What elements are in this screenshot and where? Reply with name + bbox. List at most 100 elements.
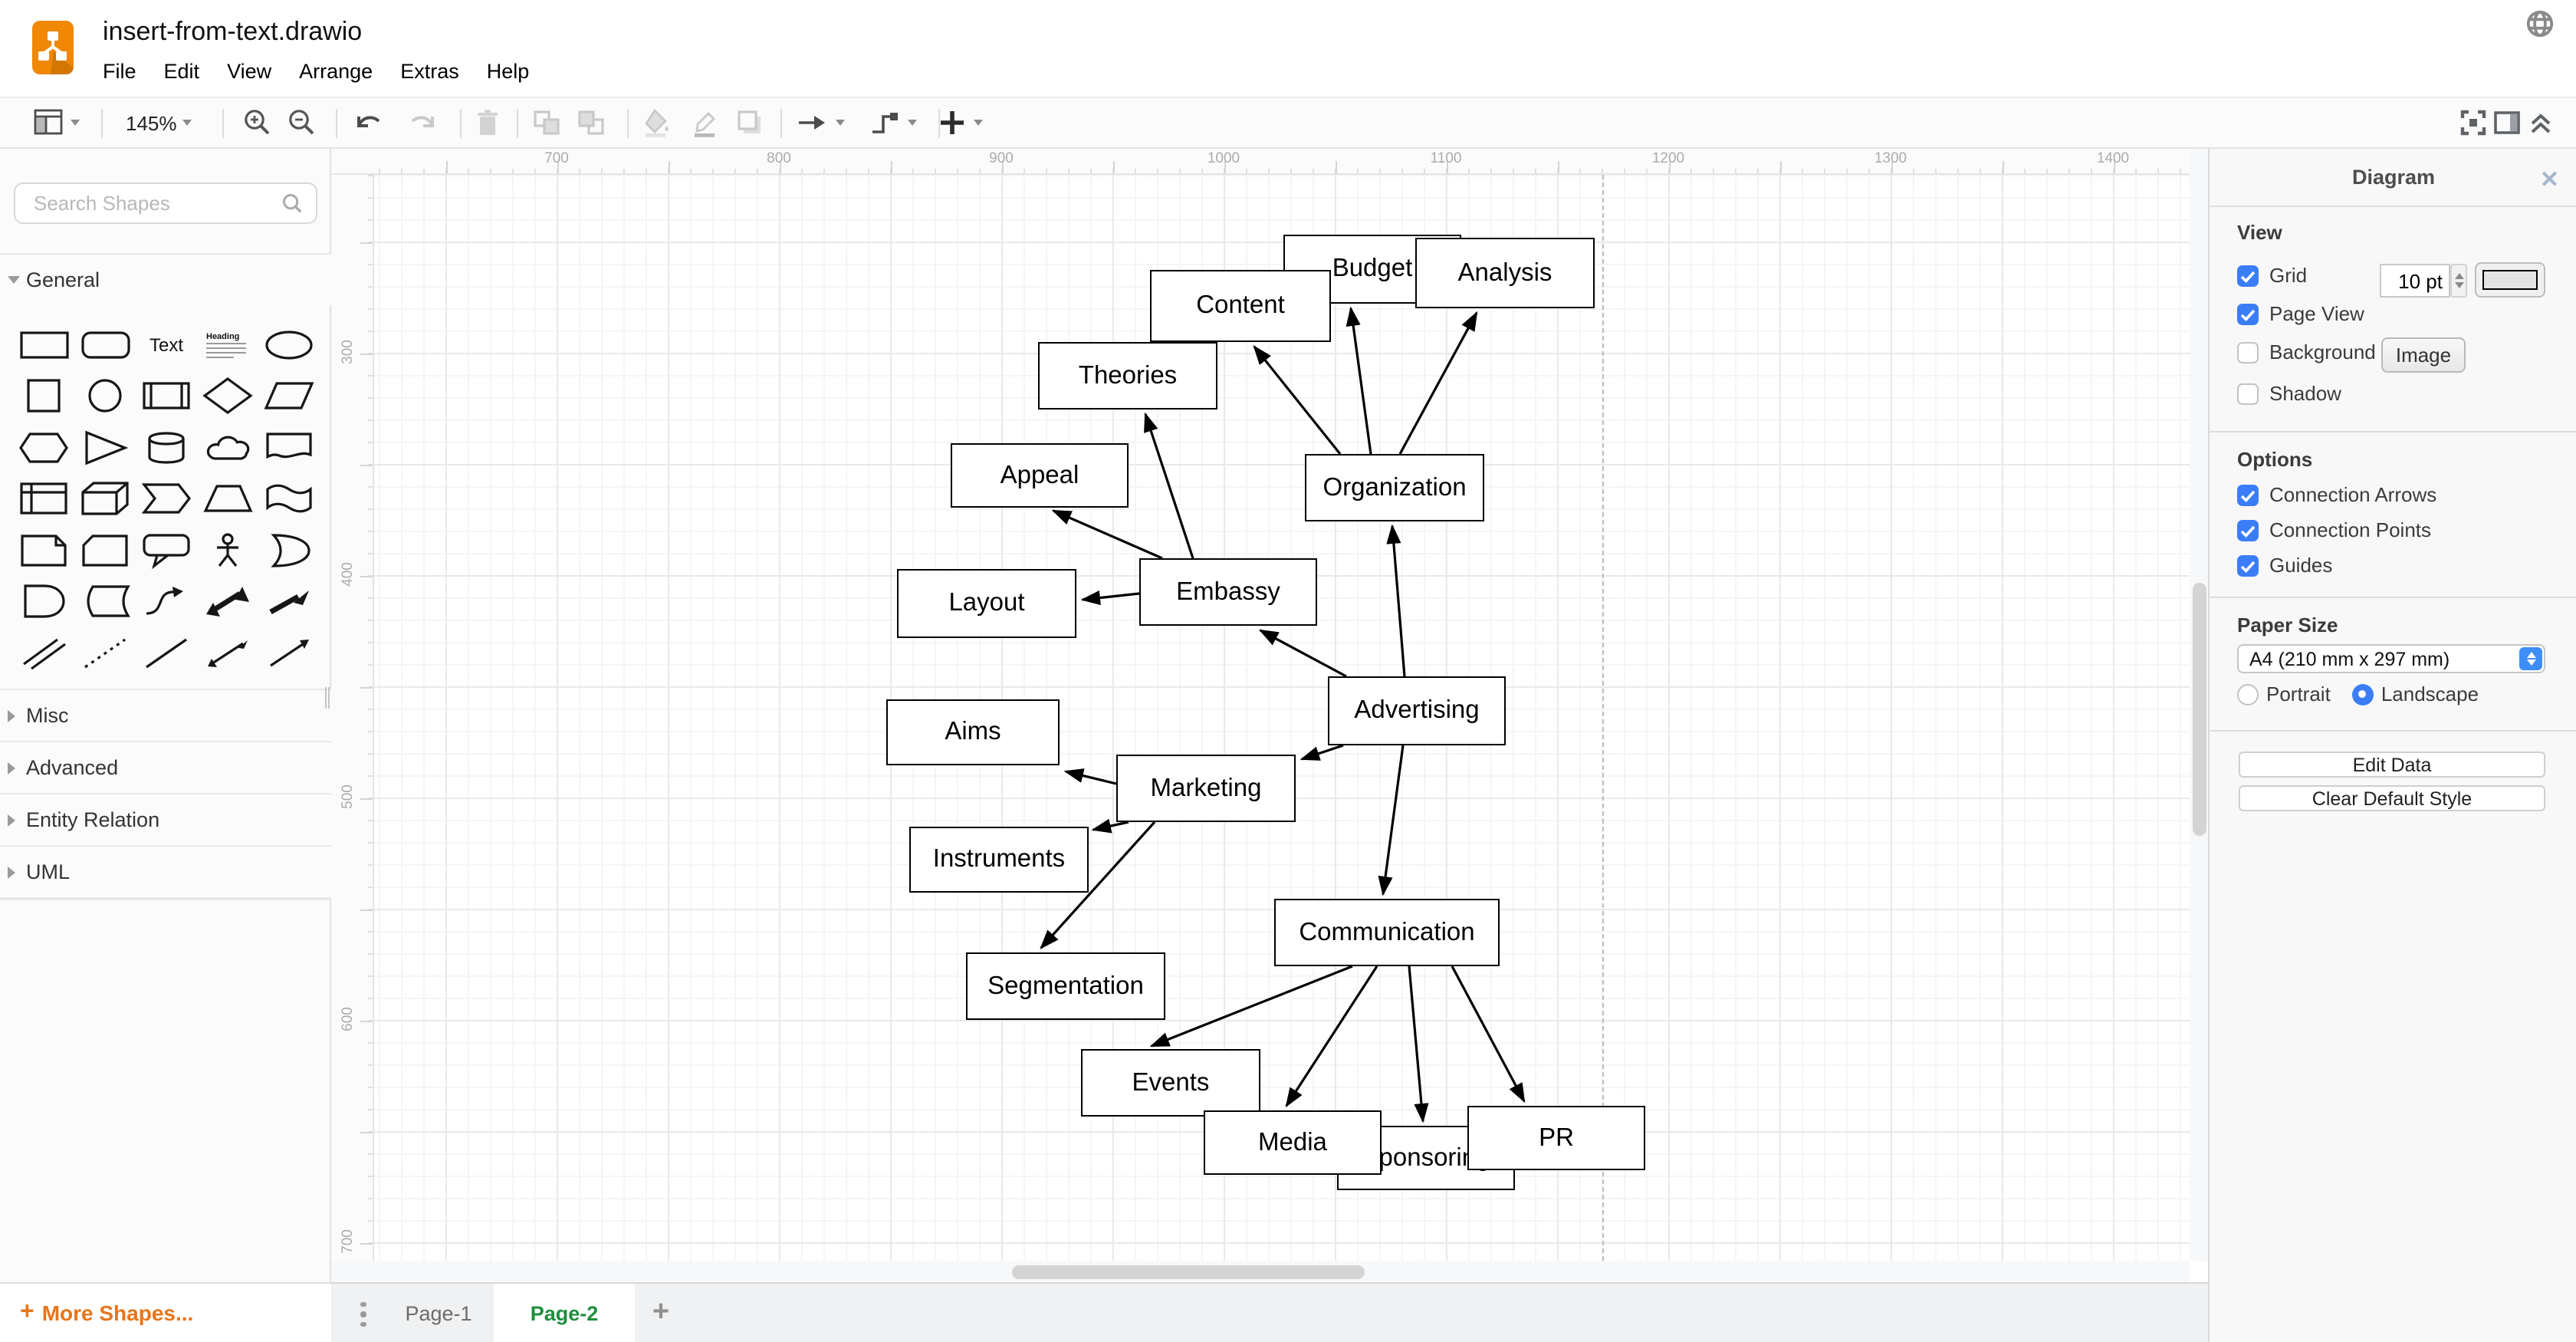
- node-analysis[interactable]: Analysis: [1415, 238, 1595, 308]
- edge-embassy-to-appeal[interactable]: [1051, 509, 1163, 560]
- zoom-out-button[interactable]: [287, 98, 317, 147]
- shape-text[interactable]: Text: [135, 319, 196, 370]
- zoom-in-button[interactable]: [242, 98, 273, 147]
- background-image-button[interactable]: Image: [2381, 337, 2466, 373]
- paper-size-select[interactable]: A4 (210 mm x 297 mm): [2237, 644, 2545, 673]
- node-appeal[interactable]: Appeal: [951, 443, 1129, 508]
- shape-tape[interactable]: [258, 473, 319, 525]
- vertical-scrollbar[interactable]: [2190, 149, 2208, 1261]
- sidebar-section-advanced[interactable]: Advanced: [0, 741, 331, 793]
- edge-advertising-to-marketing[interactable]: [1300, 744, 1344, 761]
- shape-parallelogram[interactable]: [258, 370, 319, 422]
- edit-data-button[interactable]: Edit Data: [2239, 752, 2545, 778]
- shape-rounded-rectangle[interactable]: [74, 319, 135, 370]
- shape-circle[interactable]: [74, 370, 135, 422]
- insert-button[interactable]: [937, 98, 983, 147]
- node-theories[interactable]: Theories: [1038, 342, 1217, 410]
- redo-button[interactable]: [405, 98, 439, 147]
- shape-note[interactable]: [12, 525, 74, 576]
- sidebar-section-entity-relation[interactable]: Entity Relation: [0, 793, 331, 845]
- node-instruments[interactable]: Instruments: [909, 827, 1089, 893]
- edge-advertising-to-organization[interactable]: [1386, 524, 1406, 677]
- shadow-button[interactable]: [733, 98, 767, 147]
- waypoints-button[interactable]: [868, 98, 917, 147]
- add-page-button[interactable]: +: [652, 1296, 670, 1328]
- shape-square[interactable]: [12, 370, 74, 422]
- shape-hexagon[interactable]: [12, 422, 74, 473]
- shape-triangle[interactable]: [74, 422, 135, 473]
- edge-communication-to-events[interactable]: [1149, 965, 1353, 1048]
- sidebar-resize-handle[interactable]: [325, 687, 330, 709]
- menu-extras[interactable]: Extras: [400, 60, 459, 83]
- shape-step[interactable]: [135, 473, 196, 525]
- shape-bidirectional-arrow[interactable]: [196, 576, 258, 627]
- tab-page-1[interactable]: Page-1: [368, 1284, 509, 1342]
- grid-checkbox[interactable]: [2237, 265, 2259, 286]
- zoom-level-dropdown[interactable]: 145%: [126, 98, 192, 147]
- sidebar-section-general[interactable]: General: [0, 253, 331, 305]
- node-embassy[interactable]: Embassy: [1139, 558, 1317, 626]
- shape-document[interactable]: [258, 422, 319, 473]
- node-segmentation[interactable]: Segmentation: [966, 952, 1165, 1020]
- menu-edit[interactable]: Edit: [163, 60, 200, 83]
- grid-size-stepper[interactable]: [2450, 264, 2467, 298]
- shape-directional-connector[interactable]: [258, 627, 319, 679]
- edge-communication-to-pr[interactable]: [1451, 965, 1526, 1104]
- guides-checkbox[interactable]: [2237, 554, 2259, 576]
- edge-marketing-to-aims[interactable]: [1063, 768, 1117, 785]
- edge-communication-to-media[interactable]: [1285, 965, 1378, 1108]
- menu-view[interactable]: View: [227, 60, 272, 83]
- menu-help[interactable]: Help: [486, 60, 530, 83]
- shape-curve[interactable]: [135, 576, 196, 627]
- shape-rectangle[interactable]: [12, 319, 74, 370]
- format-panel-toggle-button[interactable]: [2493, 98, 2521, 147]
- shape-line[interactable]: [135, 627, 196, 679]
- shape-textbox[interactable]: Heading: [196, 319, 258, 370]
- shape-bidirectional-connector[interactable]: [196, 627, 258, 679]
- clear-default-style-button[interactable]: Clear Default Style: [2239, 785, 2545, 811]
- connection-arrow-button[interactable]: [796, 98, 845, 147]
- vertical-scrollbar-thumb[interactable]: [2192, 583, 2206, 836]
- view-panels-button[interactable]: [34, 98, 80, 147]
- shape-diamond[interactable]: [196, 370, 258, 422]
- shape-cube[interactable]: [74, 473, 135, 525]
- shape-actor[interactable]: [196, 525, 258, 576]
- horizontal-scrollbar-thumb[interactable]: [1012, 1265, 1365, 1279]
- background-checkbox[interactable]: [2237, 341, 2259, 363]
- grid-color-swatch-button[interactable]: [2475, 262, 2545, 298]
- line-color-button[interactable]: [688, 98, 722, 147]
- collapse-expand-button[interactable]: [2527, 98, 2555, 147]
- portrait-radio[interactable]: [2237, 683, 2259, 705]
- shape-arrow[interactable]: [258, 576, 319, 627]
- connection-arrows-checkbox[interactable]: [2237, 484, 2259, 505]
- sidebar-section-misc[interactable]: Misc: [0, 689, 331, 741]
- edge-organization-to-budget[interactable]: [1346, 306, 1372, 455]
- fill-color-button[interactable]: [639, 98, 673, 147]
- connection-points-checkbox[interactable]: [2237, 519, 2259, 541]
- edge-embassy-to-theories[interactable]: [1144, 412, 1194, 559]
- node-content[interactable]: Content: [1150, 270, 1331, 342]
- to-back-button[interactable]: [575, 98, 609, 147]
- edge-organization-to-analysis[interactable]: [1398, 311, 1478, 455]
- grid-size-input[interactable]: 10 pt: [2380, 264, 2450, 298]
- shape-or[interactable]: [258, 525, 319, 576]
- edge-organization-to-content[interactable]: [1253, 345, 1342, 455]
- node-marketing[interactable]: Marketing: [1116, 755, 1296, 822]
- pages-menu-button[interactable]: [347, 1296, 380, 1333]
- shadow-checkbox[interactable]: [2237, 383, 2259, 404]
- edge-marketing-to-instruments[interactable]: [1091, 818, 1129, 834]
- more-shapes-button[interactable]: + More Shapes...: [0, 1282, 331, 1342]
- fullscreen-button[interactable]: [2459, 98, 2487, 147]
- node-advertising[interactable]: Advertising: [1328, 676, 1506, 745]
- shape-callout[interactable]: [135, 525, 196, 576]
- tab-page-2[interactable]: Page-2: [494, 1284, 635, 1342]
- shape-dotted-line[interactable]: [74, 627, 135, 679]
- menu-file[interactable]: File: [103, 60, 136, 83]
- shape-link[interactable]: [12, 627, 74, 679]
- node-aims[interactable]: Aims: [886, 699, 1060, 765]
- shape-internal-storage[interactable]: [12, 473, 74, 525]
- node-layout[interactable]: Layout: [897, 569, 1076, 638]
- landscape-radio[interactable]: [2351, 683, 2374, 705]
- shape-data-storage[interactable]: [74, 576, 135, 627]
